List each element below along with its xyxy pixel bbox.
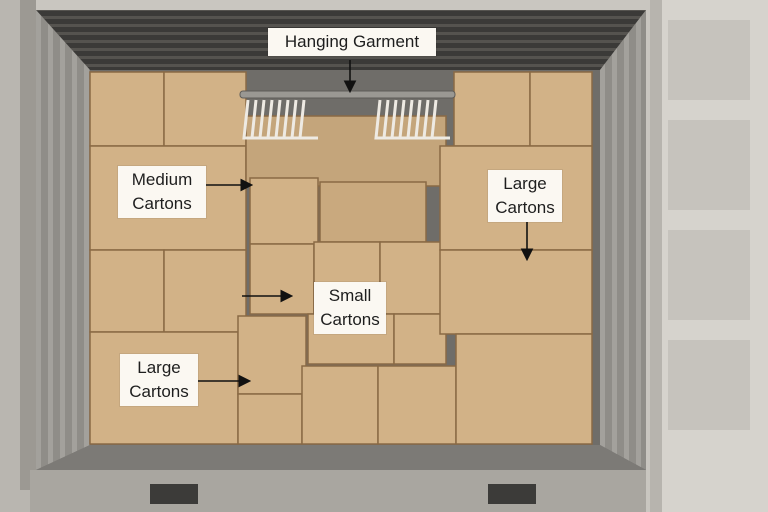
door-hinge-edge bbox=[650, 0, 662, 512]
leader-arrows bbox=[198, 60, 534, 388]
small-cartons-label: Small Cartons bbox=[314, 282, 386, 334]
hanging-garment-label: Hanging Garment bbox=[268, 28, 436, 56]
container-sill bbox=[30, 470, 646, 512]
container-floor bbox=[36, 445, 646, 470]
right-wall bbox=[600, 10, 646, 470]
left-door-edge bbox=[20, 0, 36, 490]
medium-cartons-line2: Cartons bbox=[132, 194, 192, 213]
door-panels bbox=[668, 20, 750, 430]
left-wall bbox=[36, 10, 90, 470]
small-cartons-line1: Small bbox=[328, 286, 372, 305]
medium-cartons-line1: Medium bbox=[131, 170, 193, 189]
large-cartons-left-line1: Large bbox=[137, 358, 181, 377]
medium-cartons-label: Medium Cartons bbox=[118, 166, 206, 218]
large-cartons-right-line2: Cartons bbox=[495, 198, 555, 217]
large-cartons-left-line2: Cartons bbox=[129, 382, 189, 401]
small-cartons-line2: Cartons bbox=[320, 310, 380, 329]
hanging-garment-text: Hanging Garment bbox=[284, 32, 420, 51]
large-cartons-right-label: Large Cartons bbox=[488, 170, 562, 222]
hangers-left bbox=[242, 99, 318, 140]
large-cartons-right-line1: Large bbox=[503, 174, 547, 193]
cartons bbox=[89, 71, 593, 445]
forklift-pocket-right bbox=[488, 484, 536, 504]
garment-rail bbox=[239, 90, 456, 99]
forklift-pocket-left bbox=[150, 484, 198, 504]
hangers-right bbox=[374, 99, 450, 140]
large-cartons-left-label: Large Cartons bbox=[120, 354, 198, 406]
